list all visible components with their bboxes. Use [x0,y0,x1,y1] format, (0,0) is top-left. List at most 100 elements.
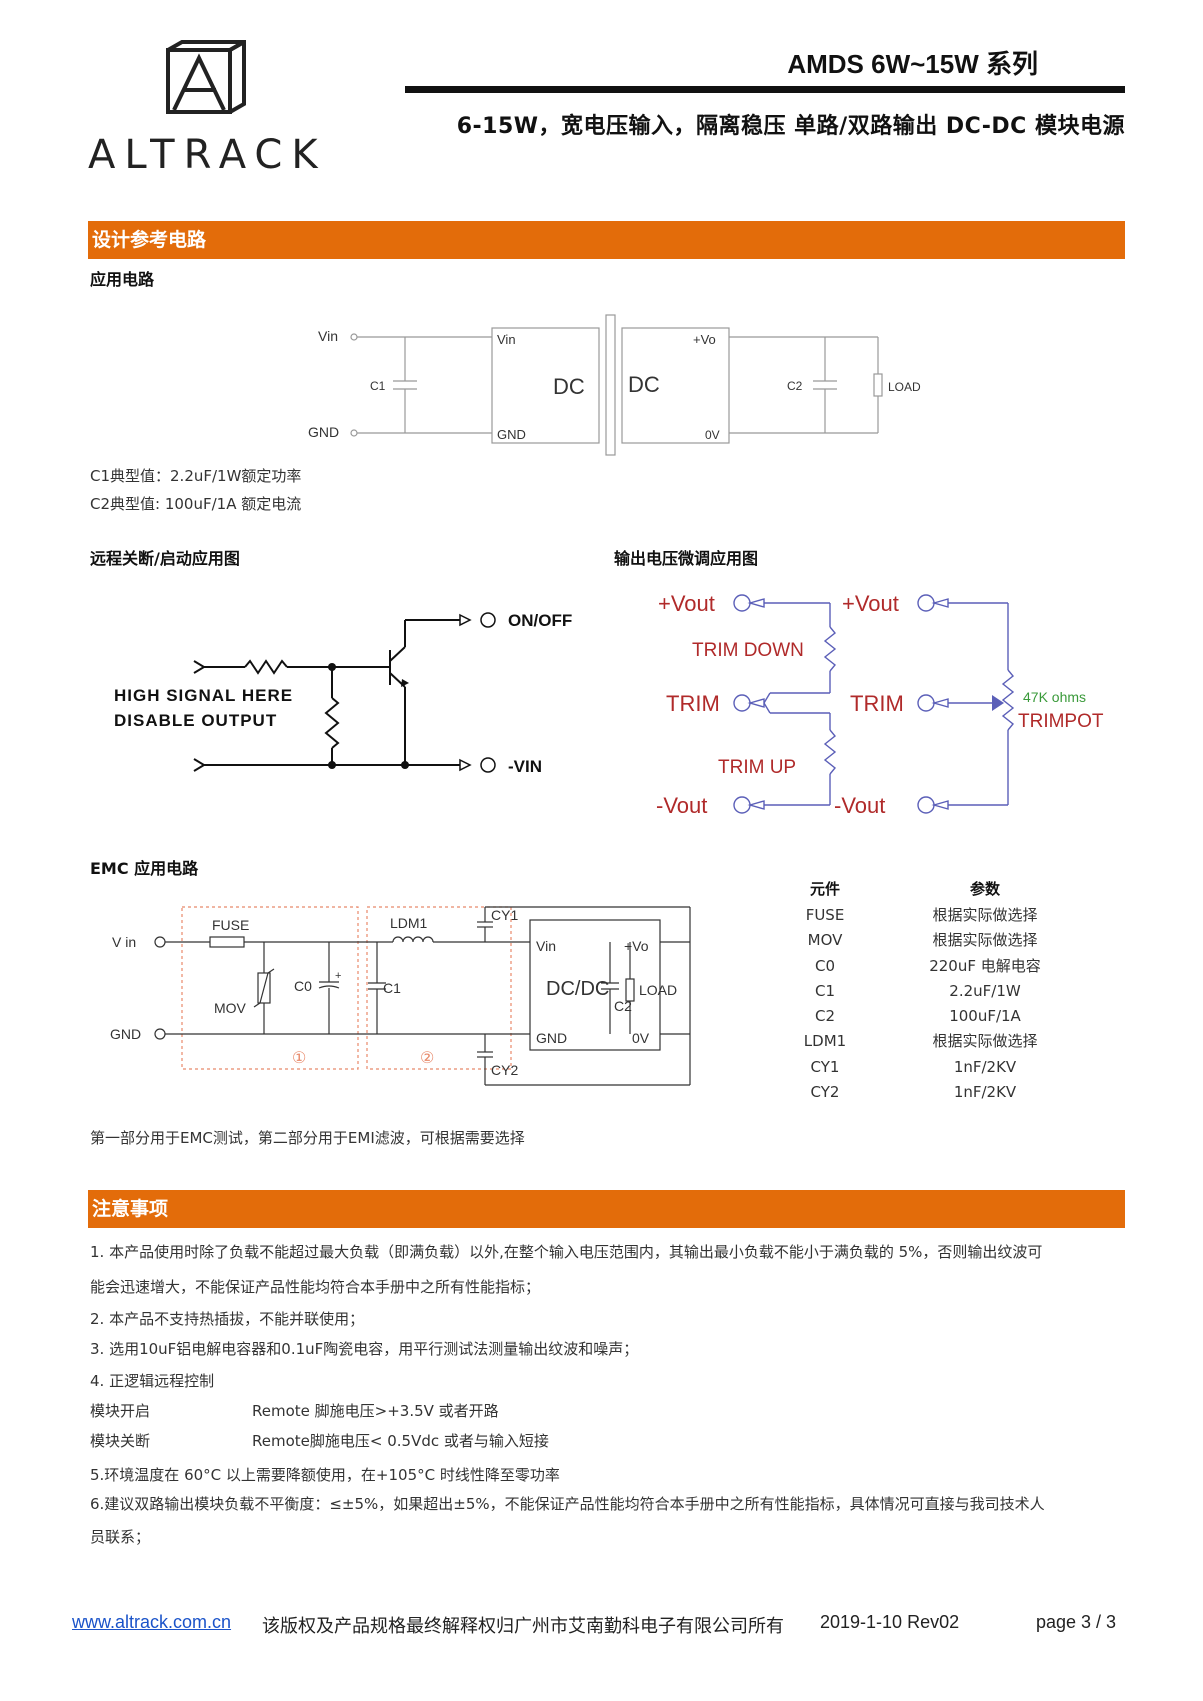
emc-table-param-cell: 根据实际做选择 [932,906,1038,924]
emc-table-part-cell: C1 [814,981,836,1000]
table-row: CY1 1nF/2KV [780,1055,1100,1080]
emc-table-header-param: 参数 [969,880,1000,898]
emc-table-part-cell: CY1 [810,1057,840,1076]
emc-table-param-cell: 220uF 电解电容 [929,956,1041,975]
note-on-value: Remote 脚施电压>+3.5V 或者开路 [252,1402,499,1420]
logo [160,38,252,130]
note-1b: 能会迅速增大，不能保证产品性能均符合本手册中之所有性能指标； [90,1278,541,1296]
section-design-bar: 设计参考电路 [88,221,1125,259]
emc-table-part-cell: C2 [814,1007,836,1026]
emc-block-gnd-label: GND [536,1030,567,1046]
note-4: 4. 正逻辑远程控制 [90,1372,215,1390]
emc-fuse-label: FUSE [212,917,249,933]
trim-label-left: TRIM [666,691,720,716]
emc-table-part-cell: FUSE [805,906,845,924]
emc-table-header-part: 元件 [809,880,840,898]
remote-onoff-diagram: ON/OFF -VIN HIGH SIGNAL HERE DISABLE OUT… [114,611,572,776]
trim-label-right: TRIM [850,691,904,716]
section-notes-bar: 注意事项 [88,1190,1125,1228]
app-block-gnd-label: GND [497,427,526,442]
emc-table-part-cell: C0 [814,956,836,975]
app-circuit-title: 应用电路 [90,270,155,289]
logo-mark-icon [166,38,252,114]
footer-url-wrap: www.altrack.com.cn [72,1612,231,1633]
emc-c1-label: C1 [383,980,401,996]
trim-vout-neg-right: -Vout [834,793,885,818]
emc-table-part-cell: MOV [807,931,843,950]
emc-block-vo-label: +Vo [624,938,649,954]
trim-ohms-label: 47K ohms [1023,689,1086,705]
emc-load-label: LOAD [639,982,677,998]
emc-circuit-diagram: V in GND FUSE MOV C0 + LDM1 C1 CY1 CY2 V… [110,906,691,1086]
emc-c0-label: C0 [294,978,312,994]
trim-vout-pos-left: +Vout [658,591,715,616]
high-signal-label: HIGH SIGNAL HERE [114,686,293,705]
note-1a: 1. 本产品使用时除了负载不能超过最大负载（即满负载）以外,在整个输入电压范围内… [90,1243,1043,1261]
note-5: 5.环境温度在 60°C 以上需要降额使用，在+105°C 时线性降至零功率 [90,1466,560,1484]
emc-table-param-cell: 根据实际做选择 [932,931,1038,950]
table-row: LDM1 根据实际做选择 [780,1029,1100,1054]
emc-table-param-cell: 根据实际做选择 [932,1032,1038,1051]
emc-c2-label: C2 [614,998,632,1014]
emc-note: 第一部分用于EMC测试，第二部分用于EMI滤波，可根据需要选择 [90,1129,525,1147]
app-dc-right-label: DC [628,372,660,397]
emc-block-vin-label: Vin [536,938,556,954]
trim-up-label: TRIM UP [718,757,796,778]
emc-ldm1-label: LDM1 [390,915,428,931]
series-title: AMDS 6W~15W 系列 [787,49,1038,79]
note-3: 3. 选用10uF铝电解电容器和0.1uF陶瓷电容，用平行测试法测量输出纹波和噪… [90,1340,639,1358]
table-row: C1 2.2uF/1W [780,979,1100,1004]
c1-typical-note: C1典型值：2.2uF/1W额定功率 [90,467,302,485]
emc-table-param-cell: 2.2uF/1W [949,981,1021,1000]
emc-cy1-label: CY1 [491,907,518,923]
emc-table-param-cell: 1nF/2KV [953,1083,1017,1102]
footer-page: page 3 / 3 [1036,1612,1117,1632]
trimpot-label: TRIMPOT [1018,711,1104,732]
footer-copyright: 该版权及产品规格最终解释权归广州市艾南勤科电子有限公司所有 [262,1616,784,1636]
app-c2-label: C2 [787,379,803,393]
footer-date-rev: 2019-1-10 Rev02 [820,1612,960,1632]
emc-gnd-label: GND [110,1026,141,1042]
app-block-vin-label: Vin [497,332,516,347]
emc-c0-plus: + [335,970,341,982]
emc-part1-marker: ① [292,1050,306,1067]
emc-part2-marker: ② [420,1050,434,1067]
trim-down-label: TRIM DOWN [692,640,804,661]
app-block-vo-label: +Vo [693,332,716,347]
emc-table-part-cell: LDM1 [803,1032,847,1051]
emc-mov-label: MOV [214,1000,247,1016]
trim-vout-pos-right: +Vout [842,591,899,616]
table-row: C0 220uF 电解电容 [780,954,1100,979]
table-row: MOV 根据实际做选择 [780,928,1100,953]
emc-table-part-cell: CY2 [810,1083,840,1102]
app-vin-label: Vin [318,328,338,344]
trim-title: 输出电压微调应用图 [614,549,759,568]
app-block-0v-label: 0V [705,428,720,442]
trim-diagram: +Vout TRIM DOWN TRIM TRIM UP -Vout +Vout… [656,591,1104,818]
emc-block-0v-label: 0V [632,1030,650,1046]
disable-output-label: DISABLE OUTPUT [114,711,277,730]
page-subtitle: 6-15W，宽电压输入，隔离稳压 单路/双路输出 DC-DC 模块电源 [456,114,1125,139]
table-row: CY2 1nF/2KV [780,1080,1100,1105]
app-dc-left-label: DC [553,374,585,399]
note-6b: 员联系； [90,1528,151,1546]
emc-table-param-cell: 1nF/2KV [953,1057,1017,1076]
logo-text: ALTRACK [88,132,327,178]
trim-vout-neg-left: -Vout [656,793,707,818]
note-6a: 6.建议双路输出模块负载不平衡度：≤±5%，如果超出±5%，不能保证产品性能均符… [90,1495,1045,1513]
application-circuit-diagram: Vin GND C1 Vin GND DC DC +Vo 0V C2 LOAD [308,314,921,456]
note-on-label: 模块开启 [90,1402,151,1420]
app-c1-label: C1 [370,379,386,393]
remote-title: 远程关断/启动应用图 [90,549,240,568]
onoff-label: ON/OFF [508,611,572,630]
app-gnd-label: GND [308,424,339,440]
footer-url-link[interactable]: www.altrack.com.cn [72,1612,232,1632]
emc-title: EMC 应用电路 [90,859,199,878]
emc-cy2-label: CY2 [491,1062,518,1078]
emc-block-label: DC/DC [546,978,609,1000]
note-2: 2. 本产品不支持热插拔，不能并联使用； [90,1310,365,1328]
vin-neg-label: -VIN [508,757,542,776]
note-off-label: 模块关断 [90,1432,151,1450]
